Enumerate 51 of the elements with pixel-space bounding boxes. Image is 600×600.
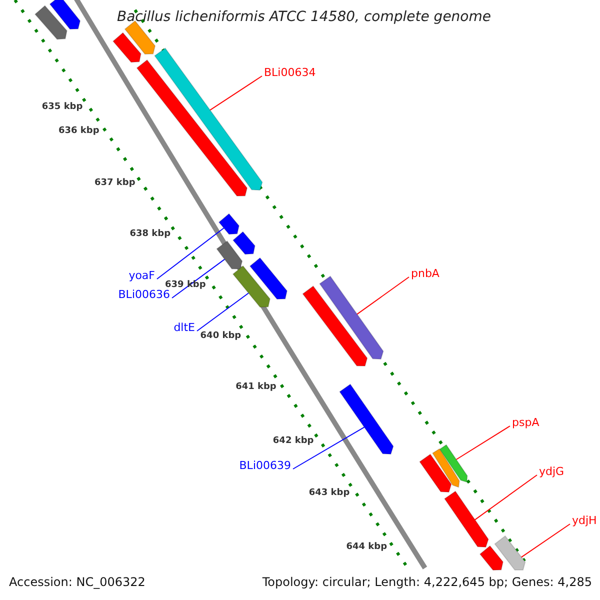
- gene-feature-bar: [112, 32, 142, 63]
- gene-label: dltE: [174, 322, 195, 333]
- gene-label: BLi00639: [239, 460, 291, 471]
- gene-label: yoaF: [128, 270, 155, 281]
- leader-line: [356, 276, 410, 315]
- gene-feature-bar: [232, 265, 271, 308]
- gene-feature-bar: [154, 48, 263, 191]
- gene-label: pspA: [512, 417, 540, 428]
- scale-label: 641 kbp: [236, 383, 276, 392]
- gene-feature-bar: [444, 490, 489, 548]
- scale-label: 640 kbp: [200, 332, 242, 341]
- gene-label: BLi00636: [118, 289, 170, 300]
- leader-line: [196, 292, 249, 332]
- gene-feature-bar: [136, 59, 248, 196]
- gene-feature-bar: [249, 257, 288, 300]
- scale-label: 639 kbp: [165, 281, 206, 290]
- gene-feature-bar: [439, 444, 468, 483]
- gene-feature-bar: [34, 5, 68, 40]
- gene-label: ydjH: [572, 515, 597, 526]
- scale-label: 644 kbp: [346, 543, 388, 552]
- leader-line: [474, 474, 538, 520]
- gene-label: BLi00634: [264, 67, 316, 78]
- footer-text: Topology: circular; Length: 4,222,645 bp; Genes: 4,285: [262, 576, 592, 588]
- gene-feature-bar: [339, 384, 394, 455]
- scale-label: 636 kbp: [58, 127, 100, 136]
- gene-label: pnbA: [411, 268, 440, 279]
- leader-line: [210, 76, 262, 111]
- scale-label: 637 kbp: [94, 179, 136, 188]
- gene-feature-bar: [479, 545, 504, 571]
- gene-feature-bar: [124, 20, 156, 55]
- gene-feature-bar: [494, 535, 526, 570]
- gene-feature-bar: [319, 276, 384, 360]
- gene-feature-bar: [216, 240, 243, 270]
- leader-line: [292, 426, 365, 470]
- leader-line: [172, 258, 226, 298]
- gene-feature-bar: [302, 285, 368, 366]
- gene-feature-bar: [432, 448, 460, 488]
- leader-line: [156, 228, 224, 280]
- scale-label: 638 kbp: [130, 230, 171, 239]
- gene-feature-bar: [419, 454, 452, 493]
- scale-label: 643 kbp: [308, 489, 350, 498]
- leader-line: [456, 426, 510, 460]
- scale-label: 642 kbp: [272, 437, 314, 446]
- gene-feature-bar: [49, 0, 81, 30]
- diagram-title: Bacillus licheniformis ATCC 14580, complete genome: [117, 10, 491, 24]
- gene-label: ydjG: [539, 466, 564, 477]
- footer-text: Accession: NC_006322: [9, 576, 146, 588]
- gene-feature-bar: [218, 213, 240, 235]
- gene-feature-bar: [232, 231, 256, 255]
- leader-line: [520, 524, 570, 558]
- scale-label: 635 kbp: [42, 103, 83, 112]
